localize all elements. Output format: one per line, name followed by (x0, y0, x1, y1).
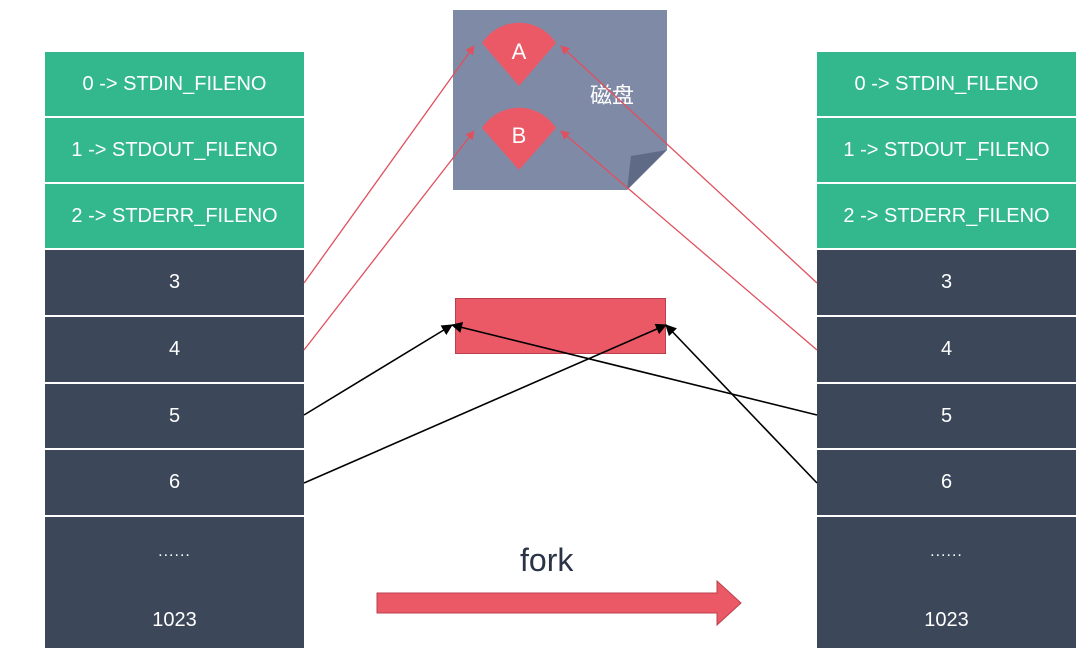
right-fd-row-4: 4 (817, 317, 1076, 382)
left-fd-row-rest: ...... 1023 (45, 517, 304, 648)
arrow-left-5-to-file (303, 324, 453, 416)
left-fd-row-1: 1 -> STDOUT_FILENO (45, 118, 304, 182)
right-fd-row-5: 5 (817, 384, 1076, 448)
right-fd-row-rest: ...... 1023 (817, 517, 1076, 648)
arrow-left-3-to-a (303, 45, 475, 284)
right-fd-row-1: 1 -> STDOUT_FILENO (817, 118, 1076, 182)
fork-arrow-icon (376, 579, 742, 627)
right-fd-row-6: 6 (817, 450, 1076, 515)
arrow-left-6-to-file (303, 323, 668, 484)
right-fd-row-2: 2 -> STDERR_FILENO (817, 184, 1076, 248)
right-fd-row-1023: 1023 (924, 609, 969, 631)
left-fd-row-0: 0 -> STDIN_FILENO (45, 52, 304, 116)
left-fd-row-4: 4 (45, 317, 304, 382)
sector-b-icon (482, 107, 556, 170)
right-fd-row-3: 3 (817, 250, 1076, 315)
shared-file-object (455, 298, 666, 354)
left-fd-row-1023: 1023 (152, 609, 197, 631)
arrow-right-6-to-file (665, 324, 818, 484)
sector-a-label: A (511, 39, 527, 64)
right-ellipsis: ...... (930, 543, 963, 560)
sector-b-label: B (511, 123, 527, 148)
arrow-right-3-to-a (560, 45, 818, 284)
left-fd-row-3: 3 (45, 250, 304, 315)
left-fd-row-6: 6 (45, 450, 304, 515)
sector-a-icon (482, 22, 556, 86)
fork-label: fork (520, 542, 574, 578)
left-ellipsis: ...... (158, 543, 191, 560)
arrow-right-4-to-b (560, 130, 818, 351)
right-fd-row-0: 0 -> STDIN_FILENO (817, 52, 1076, 116)
left-fd-row-2: 2 -> STDERR_FILENO (45, 184, 304, 248)
left-fd-row-5: 5 (45, 384, 304, 448)
arrow-left-4-to-b (303, 130, 475, 351)
disk-icon (453, 10, 667, 190)
arrow-right-5-to-file (450, 321, 818, 416)
disk-label: 磁盘 (590, 83, 635, 108)
